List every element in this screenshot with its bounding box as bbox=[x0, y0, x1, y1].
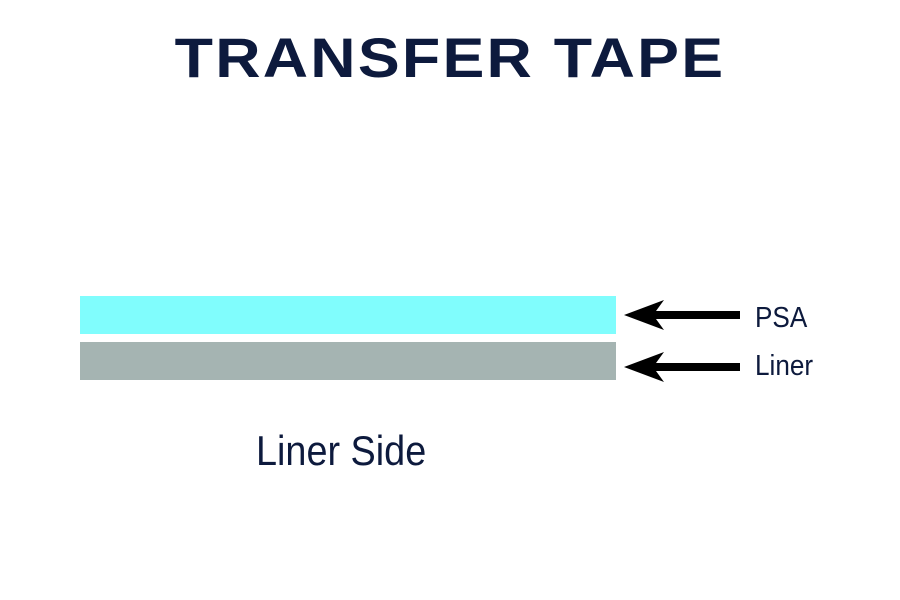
psa-layer bbox=[80, 296, 616, 334]
liner-side-label: Liner Side bbox=[256, 427, 427, 474]
arrow-left-icon bbox=[624, 300, 740, 330]
liner-layer bbox=[80, 342, 616, 380]
arrow-left-icon bbox=[624, 352, 740, 382]
psa-label: PSA bbox=[755, 302, 808, 334]
diagram-title: TRANSFER TAPE bbox=[174, 26, 726, 89]
liner-label: Liner bbox=[755, 350, 814, 382]
